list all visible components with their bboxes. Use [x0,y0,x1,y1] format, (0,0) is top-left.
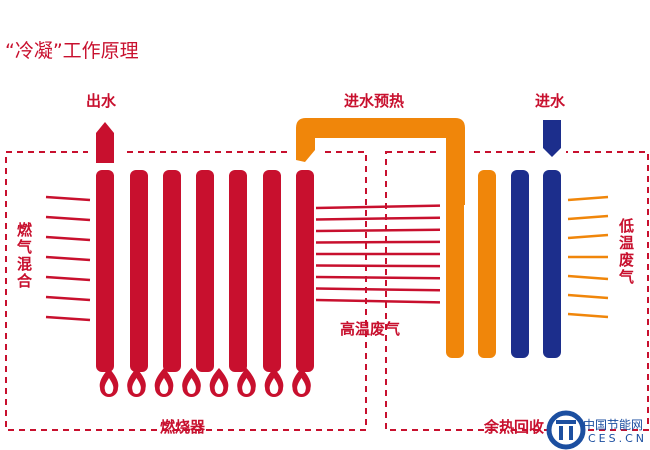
gas-mix-label: 燃气混合 [15,222,33,290]
flame-icon [154,368,174,397]
low-temp-exhaust-line [567,274,609,281]
low-temp-exhaust-line [567,195,609,202]
burner-zone-box [5,151,367,431]
recovery-tube [446,170,464,358]
flame-icon [182,368,201,397]
gas-inflow-line [45,215,91,222]
low-temp-exhaust-line [567,214,609,221]
recovery-zone-box [385,151,649,431]
high-temp-exhaust-line [315,298,441,304]
recovery-tube [511,170,529,358]
gas-inflow-line [45,195,91,202]
high-temp-exhaust-line [315,287,441,292]
heat-exchanger-tube [296,170,314,372]
flame-icon [209,368,229,397]
heat-exchanger-tube [196,170,214,372]
gas-inflow-line [45,315,91,322]
high-temp-exhaust-line [315,216,441,221]
high-temp-exhaust-line [315,264,441,268]
flame-icon [127,368,146,398]
burner-label: 燃烧器 [160,418,206,436]
recovery-tube [543,170,561,358]
heat-recovery-label: 余热回收 [484,418,545,436]
preheat-label: 进水预热 [344,92,405,110]
water-in-arrow [543,120,561,157]
high-temp-exhaust-line [315,228,441,233]
gas-inflow-line [45,295,91,302]
gas-inflow-line [45,275,91,282]
low-temp-exhaust-line [567,233,609,240]
ces-logo [546,410,586,450]
logo-text-en: CES.CN [588,432,648,445]
low-temp-exhaust-line [567,312,609,319]
low-temp-exhaust-line [567,293,609,300]
flame-icon [292,368,311,397]
gas-inflow-line [45,235,91,242]
heat-exchanger-tube [263,170,281,372]
heat-exchanger-tube [229,170,247,372]
preheat-pipe [296,118,465,205]
flame-icon [264,368,284,397]
water-in-label: 进水 [535,92,566,110]
water-out-label: 出水 [86,92,117,110]
heat-exchanger-tube [96,170,114,372]
flame-icon [99,368,119,397]
heat-exchanger-tube [163,170,181,372]
diagram-title: “冷凝”工作原理 [5,40,139,62]
gas-inflow-line [45,255,91,262]
low-temp-exhaust-label: 低温废气 [617,218,635,286]
logo-text-cn: 中国节能网 [583,418,644,432]
water-out-arrow [96,122,114,163]
high-temp-exhaust-line [315,204,441,210]
flame-icon [237,368,256,397]
high-temp-exhaust-line [315,275,441,280]
heat-exchanger-tube [130,170,148,372]
high-temp-exhaust-line [315,240,441,244]
recovery-tube [478,170,496,358]
